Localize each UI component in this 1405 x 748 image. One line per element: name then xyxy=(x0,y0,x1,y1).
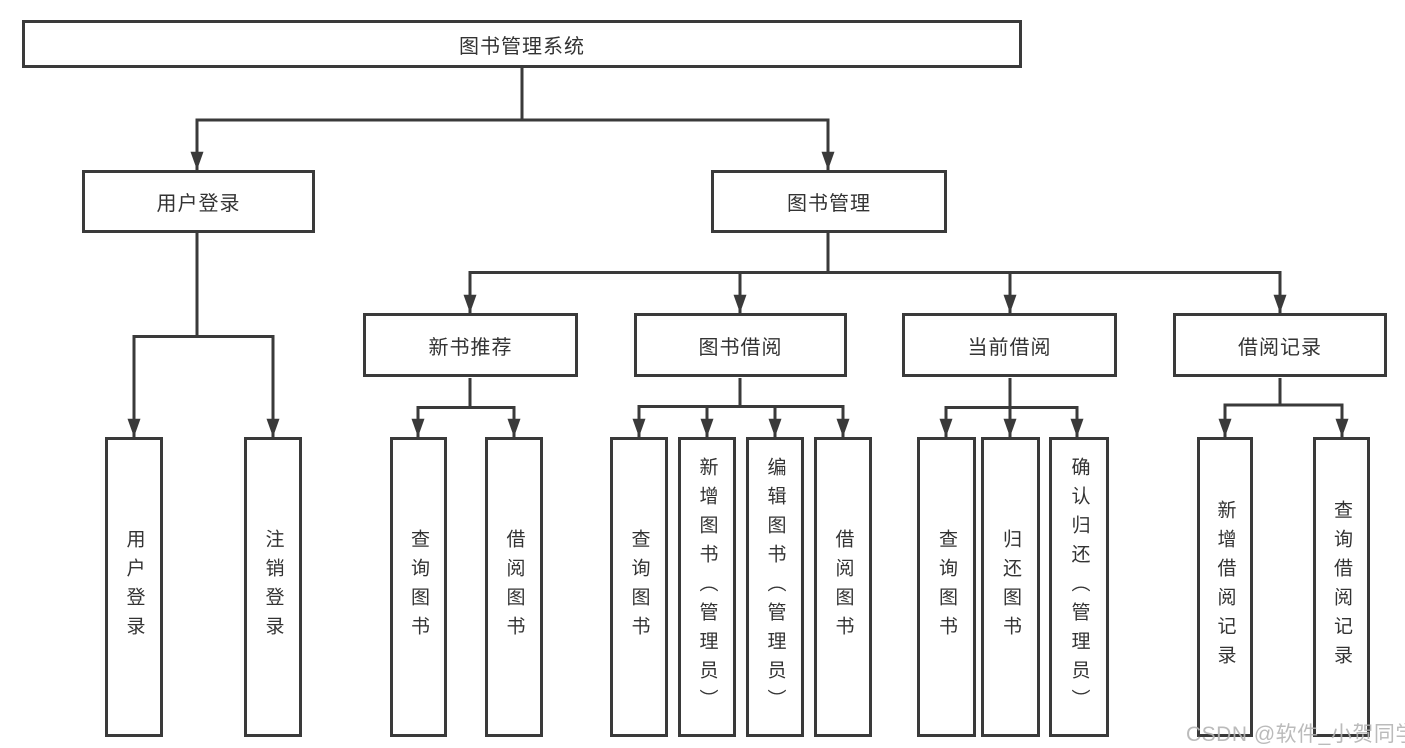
node-leaf-user-login: 用户登录 xyxy=(105,437,163,737)
csdn-watermark: CSDN @软件_小贺同学 xyxy=(1186,723,1405,746)
node-root-label: 图书管理系统 xyxy=(459,35,585,58)
node-cb-query-books: 查询图书 xyxy=(917,437,976,737)
node-bb-edit-books-admin-label: 编辑图书（管理员） xyxy=(764,456,786,718)
node-nb-borrow-books-label: 借阅图书 xyxy=(503,529,525,645)
node-bb-edit-books-admin: 编辑图书（管理员） xyxy=(746,437,804,737)
node-user-login-label: 用户登录 xyxy=(156,193,241,215)
node-cb-query-books-label: 查询图书 xyxy=(936,529,957,645)
node-cb-return-books: 归还图书 xyxy=(981,437,1040,737)
node-br-query-record-label: 查询借阅记录 xyxy=(1331,500,1352,674)
node-nb-query-books-label: 查询图书 xyxy=(408,529,429,645)
node-new-book-recommend: 新书推荐 xyxy=(363,313,578,377)
node-bb-borrow-books: 借阅图书 xyxy=(814,437,872,737)
node-leaf-logout: 注销登录 xyxy=(244,437,302,737)
node-bb-query-books-label: 查询图书 xyxy=(628,529,650,645)
node-new-book-recommend-label: 新书推荐 xyxy=(428,336,513,359)
node-leaf-user-login-label: 用户登录 xyxy=(123,529,145,645)
node-bb-query-books: 查询图书 xyxy=(610,437,668,737)
node-leaf-logout-label: 注销登录 xyxy=(262,529,284,645)
node-bb-borrow-books-label: 借阅图书 xyxy=(832,529,854,645)
node-borrow-records-label: 借阅记录 xyxy=(1238,336,1322,359)
node-nb-borrow-books: 借阅图书 xyxy=(485,437,543,737)
node-nb-query-books: 查询图书 xyxy=(390,437,447,737)
node-book-management: 图书管理 xyxy=(711,170,947,233)
node-book-borrow-label: 图书借阅 xyxy=(698,336,783,359)
node-cb-return-books-label: 归还图书 xyxy=(1000,529,1021,645)
node-root: 图书管理系统 xyxy=(22,20,1022,68)
node-borrow-records: 借阅记录 xyxy=(1173,313,1387,377)
node-current-borrow-label: 当前借阅 xyxy=(967,336,1052,359)
node-bb-add-books-admin: 新增图书（管理员） xyxy=(678,437,736,737)
node-br-add-record: 新增借阅记录 xyxy=(1197,437,1253,737)
node-user-login: 用户登录 xyxy=(82,170,315,233)
node-cb-confirm-return-admin-label: 确认归还（管理员） xyxy=(1068,456,1090,718)
node-current-borrow: 当前借阅 xyxy=(902,313,1117,377)
node-br-add-record-label: 新增借阅记录 xyxy=(1214,500,1236,674)
node-br-query-record: 查询借阅记录 xyxy=(1313,437,1370,737)
node-book-borrow: 图书借阅 xyxy=(634,313,847,377)
node-cb-confirm-return-admin: 确认归还（管理员） xyxy=(1049,437,1109,737)
node-bb-add-books-admin-label: 新增图书（管理员） xyxy=(696,456,718,718)
node-book-management-label: 图书管理 xyxy=(787,193,871,215)
